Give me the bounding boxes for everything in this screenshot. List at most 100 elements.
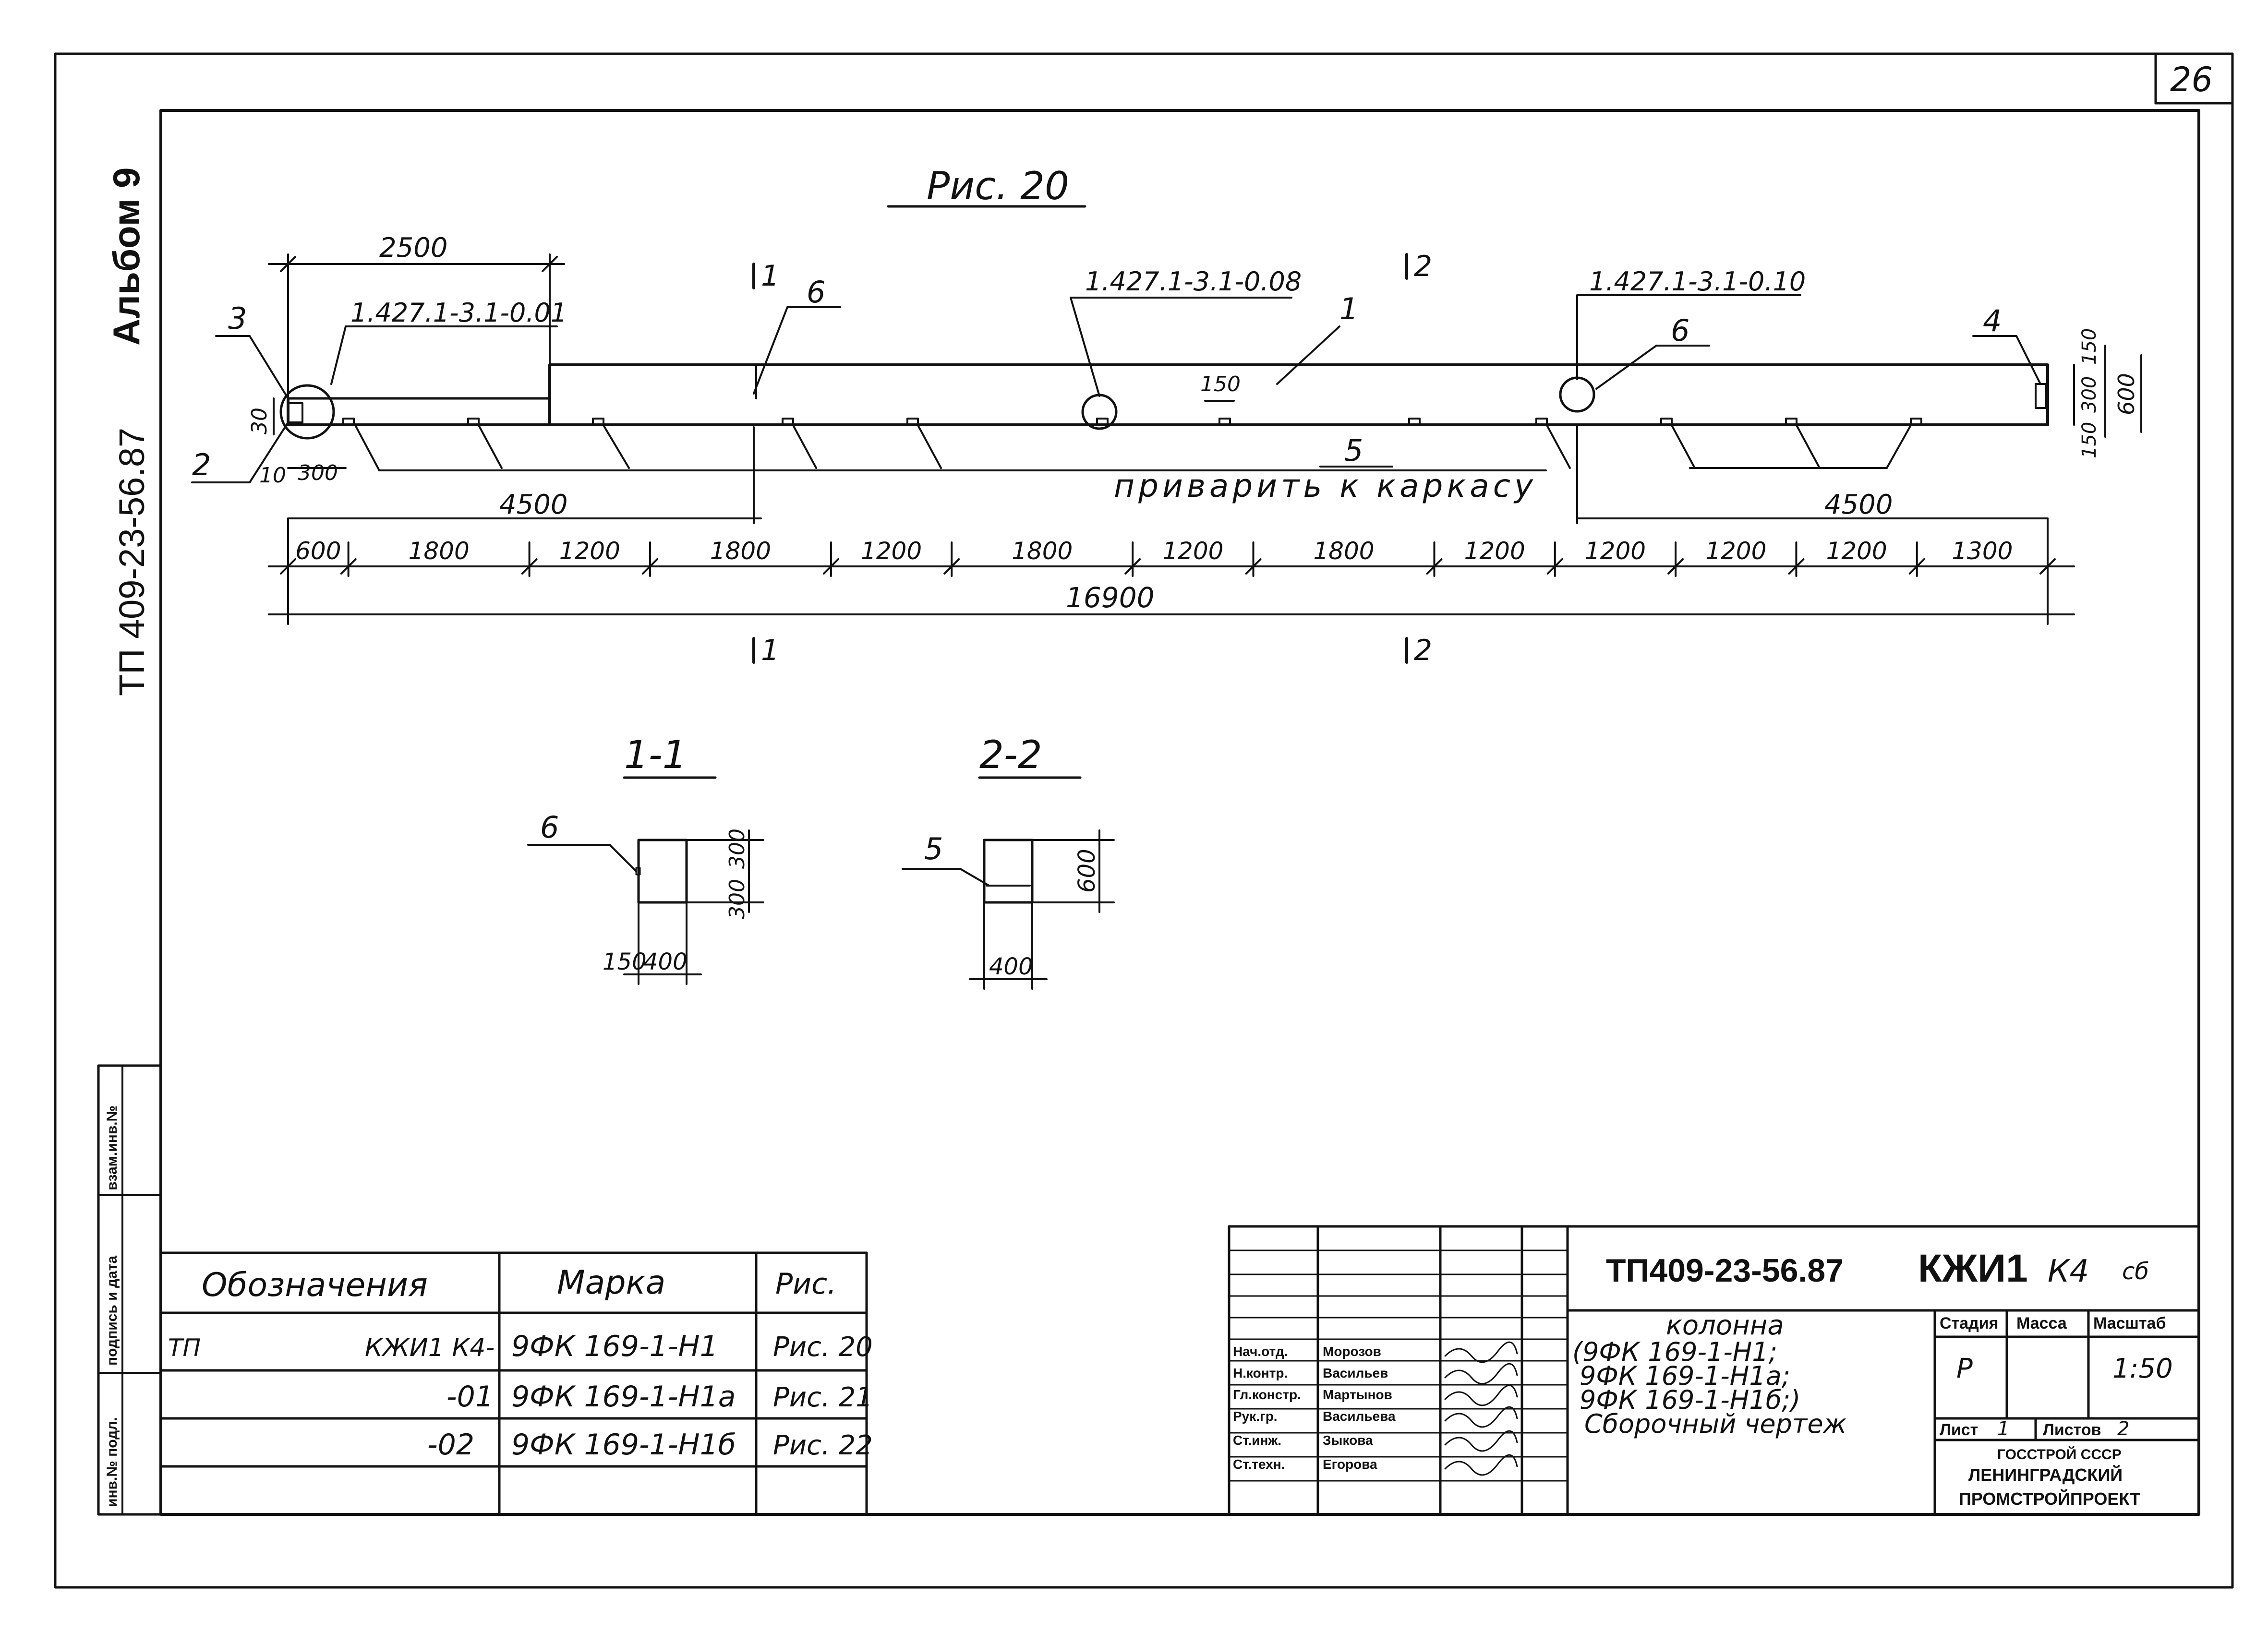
section-1-1-dim-d: 400 [643, 948, 688, 975]
signature-name: Морозов [1323, 1344, 1381, 1359]
section-1-1-dim-a: 300 [725, 828, 749, 869]
signature-role: Рук.гр. [1233, 1409, 1278, 1424]
margin-label-inv: инв.№ подл. [104, 1417, 120, 1507]
signature-role: Гл.констр. [1233, 1387, 1301, 1402]
dim-150-right-bottom: 150 [2078, 422, 2100, 458]
tb-org-3: ПРОМСТРОЙПРОЕКТ [1959, 1488, 2140, 1509]
tb-sheet-value: 1 [1997, 1418, 2009, 1440]
pos-4: 4 [1983, 303, 2002, 338]
tb-stage: Р [1956, 1353, 1973, 1384]
tb-name-2: (9ФК 169-1-Н1; [1572, 1337, 1777, 1367]
section-2-2-dims [902, 829, 1115, 990]
dim-10: 10 [259, 463, 286, 488]
tb-scale: 1:50 [2112, 1353, 2173, 1384]
spec-header-fig: Рис. [775, 1267, 836, 1301]
ref-left: 1.427.1-3.1-0.01 [350, 298, 567, 328]
tb-mass-header: Масса [2016, 1314, 2067, 1332]
sheet-frame [54, 52, 2234, 1589]
left-small-dim-lines [273, 397, 347, 469]
dim-150-right-top: 150 [2078, 328, 2100, 365]
cut-1-top: 1 [761, 259, 779, 293]
pos-5: 5 [1344, 433, 1363, 468]
section-1-1-dim-c: 150 [603, 948, 647, 975]
spec-row-3-mark: 9ФК 169-1-Н1б [511, 1428, 736, 1462]
chain-dim-label: 1800 [710, 537, 771, 565]
cut-1-bottom: 1 [761, 634, 779, 667]
chain-dim-label: 600 [295, 537, 341, 565]
chain-dim-label: 1200 [1464, 537, 1525, 565]
section-1-1-dim-b: 300 [725, 879, 749, 919]
dim-4500-right: 4500 [1824, 489, 1893, 520]
album-label: Альбом 9 [105, 168, 147, 346]
figure-title: Рис. 20 [927, 164, 1069, 208]
spec-row-2-designation: -01 [446, 1380, 494, 1414]
chain-dim-label: 1300 [1952, 537, 2013, 565]
dim-4500-left: 4500 [499, 489, 568, 520]
signature-scribble [1444, 1363, 1518, 1385]
spec-row-1-mark: 9ФК 169-1-Н1 [511, 1330, 718, 1363]
margin-label-replace: взам.инв.№ [104, 1105, 120, 1190]
section-1-1-pos: 6 [540, 810, 559, 845]
chain-dim-label: 1800 [1313, 537, 1374, 565]
signature-scribble [1444, 1454, 1518, 1476]
spec-row-2-fig: Рис. 21 [773, 1382, 873, 1413]
chain-dim-line [268, 517, 2075, 625]
dim-2500: 2500 [379, 232, 448, 264]
signature-scribble [1444, 1406, 1518, 1428]
dim-16900: 16900 [1066, 581, 1155, 614]
dim-30-left: 30 [247, 408, 272, 434]
ref-right: 1.427.1-3.1-0.10 [1589, 266, 1806, 297]
spec-table-grid [159, 1251, 868, 1516]
tb-name-3: 9ФК 169-1-Н1а; [1580, 1361, 1790, 1391]
dim-2500-lines [268, 253, 565, 399]
pos-3: 3 [228, 301, 247, 336]
signature-name: Васильева [1323, 1409, 1396, 1424]
signature-name: Васильев [1323, 1366, 1388, 1380]
spec-row-2-mark: 9ФК 169-1-Н1а [511, 1380, 736, 1414]
signature-role: Н.контр. [1233, 1366, 1288, 1380]
signature-scribble [1444, 1384, 1518, 1406]
spec-row-3-designation: -02 [427, 1428, 474, 1462]
section-2-2-pos: 5 [924, 831, 943, 866]
signature-name: Мартынов [1323, 1387, 1392, 1402]
pos-6b: 6 [1671, 313, 1689, 348]
chain-dim-label: 1200 [1826, 537, 1887, 565]
title-block-rows [1228, 1249, 1568, 1482]
doc-code-vertical: ТП 409-23-56.87 [112, 428, 152, 696]
signature-role: Ст.техн. [1233, 1457, 1285, 1472]
signature-scribble [1444, 1341, 1518, 1363]
reference-leaders [191, 294, 2041, 483]
tb-sheets-value: 2 [2117, 1418, 2129, 1440]
margin-label-sign: подпись и дата [104, 1256, 120, 1366]
signature-name: Зыкова [1323, 1433, 1373, 1448]
spec-header-mark: Марка [557, 1264, 665, 1302]
tb-name-4: 9ФК 169-1-Н1б;) [1580, 1385, 1800, 1415]
spec-row-1-fig: Рис. 20 [773, 1332, 873, 1363]
spec-header-designation: Обозначения [202, 1266, 428, 1304]
signature-scribble [1444, 1430, 1518, 1452]
section-2-2-dim-b: 400 [989, 953, 1033, 980]
embedded-anchors [279, 376, 1922, 471]
section-1-1-title: 1-1 [624, 732, 687, 777]
dim-4500-lines [287, 424, 2049, 524]
chain-dim-label: 1200 [1585, 537, 1646, 565]
pos-6a: 6 [807, 275, 825, 310]
spec-row-3-fig: Рис. 22 [773, 1430, 873, 1461]
spec-row-1-prefix: ТП [168, 1334, 201, 1362]
tb-doc-code: ТП409-23-56.87 [1606, 1252, 1844, 1289]
chain-dim-label: 1800 [409, 537, 470, 565]
ref-mid: 1.427.1-3.1-0.08 [1085, 266, 1302, 297]
chain-dim-label: 1200 [559, 537, 620, 565]
tb-scale-header: Масштаб [2093, 1314, 2166, 1332]
section-2-2-outline [983, 839, 1034, 904]
spec-row-1-designation: КЖИ1 К4- [365, 1333, 495, 1362]
chain-dim-ticks [280, 541, 2056, 577]
column-outline [287, 363, 2049, 426]
signature-role: Нач.отд. [1233, 1344, 1288, 1359]
tb-org-1: ГОССТРОЙ СССР [1997, 1446, 2122, 1463]
section-1-1-outline [637, 839, 688, 904]
section-1-1-dims [527, 829, 764, 985]
signature-role: Ст.инж. [1233, 1433, 1281, 1448]
